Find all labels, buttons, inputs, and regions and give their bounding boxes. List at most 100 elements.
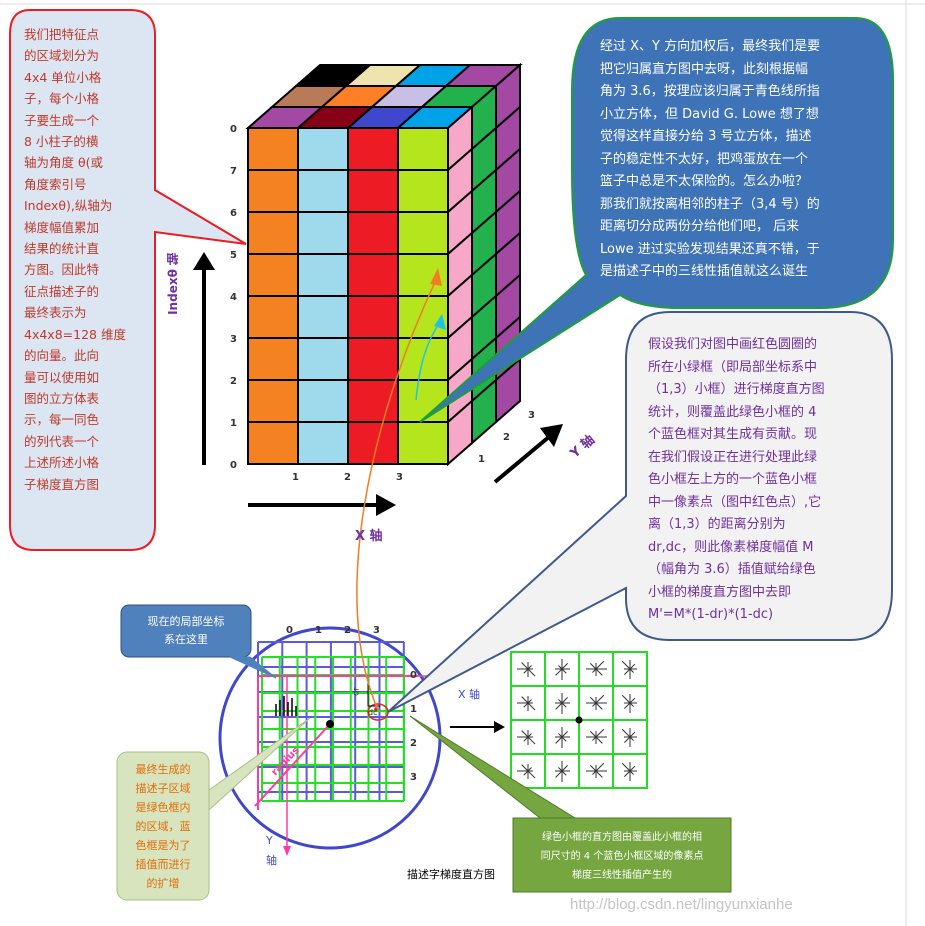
cube-front-cell (397, 379, 449, 423)
cube-front-cell (297, 253, 349, 297)
callout-line: 的列代表一个 (24, 433, 100, 449)
callout-line: 假设我们对图中画红色圆圈的 (648, 337, 818, 352)
cube-front-cell (247, 253, 299, 297)
descriptor-y-axis-label: Y (266, 834, 273, 847)
cube-front-cell (247, 295, 299, 339)
gradient-orientation-ray (527, 770, 536, 779)
gradient-orientation-ray (595, 728, 605, 738)
callout-line: dr,dc，则此像素梯度幅值 M (648, 539, 814, 555)
gradient-orientation-ray (621, 660, 631, 670)
callout-line: 8 小柱子的横 (24, 134, 99, 150)
cube-front-cell (247, 127, 299, 171)
callout-line: 觉得这样直接分给 3 号立方体，描述 (600, 129, 812, 144)
gradient-orientation-ray (561, 764, 569, 772)
output-cell (612, 719, 648, 755)
callout-line: 那我们就按离相邻的柱子（3,4 号）的 (600, 196, 820, 212)
gradient-orientation-ray (558, 665, 563, 670)
gradient-orientation-ray (623, 770, 631, 778)
callout-line: 征点描述子的 (24, 283, 100, 299)
cube-front-cell (397, 421, 449, 465)
gradient-orientation-ray (621, 762, 631, 772)
gradient-orientation-ray (623, 702, 631, 710)
callout-line: 角度索引号 (24, 176, 87, 192)
callout-line: 是描述子中的三线性插值就这么诞生 (600, 264, 809, 279)
cube-front-cell (397, 127, 449, 171)
gradient-orientation-ray (527, 702, 536, 711)
x-axis-arrow (248, 494, 396, 516)
cube-side-cell (495, 356, 521, 425)
cube-x-label: 2 (344, 472, 351, 483)
callout-line: 的扩增 (146, 877, 180, 890)
top-right-bubble-shape (419, 17, 894, 423)
callout-line: 把它归属直方图中去呀，此刻根据幅 (600, 61, 809, 77)
callout-line: （幅角为 3.6）插值赋给绿色 (648, 562, 816, 577)
cube-y-label: 3 (230, 334, 237, 345)
gradient-orientation-ray (595, 660, 605, 670)
cube-front-cell (347, 295, 399, 339)
descriptor-row-label: 2 (410, 738, 417, 749)
cube-front-cell (247, 379, 299, 423)
output-arrow (450, 721, 505, 733)
cube-front-cell (297, 169, 349, 213)
right-bubble-shape (387, 311, 893, 713)
mini-histogram-icon (275, 696, 297, 716)
cube-front-cell (297, 379, 349, 423)
callout-line: 色小框左上方的一个蓝色小框 (648, 472, 818, 487)
gradient-orientation-ray (592, 770, 597, 775)
callout-line: 距离切分成两份分给他们吧， 后来 (600, 219, 800, 234)
gradient-orientation-ray (558, 699, 563, 704)
gradient-orientation-ray (561, 730, 569, 738)
gradient-orientation-ray (595, 770, 603, 778)
callout-line: 的区域，蓝 (135, 820, 191, 833)
index-axis-arrow (193, 252, 215, 465)
callout-line: 最终生成的 (135, 763, 191, 776)
callout-line: M'=M*(1-dr)*(1-dc) (648, 607, 774, 622)
gradient-orientation-ray (523, 736, 529, 742)
callout-line: 色框是为了 (135, 839, 191, 852)
callout-line: 4x4 单位小格 (24, 69, 102, 85)
gradient-orientation-ray (527, 665, 532, 670)
callout-line: 子，每个小格 (24, 91, 100, 107)
descriptor-x-axis-label: X 轴 (458, 688, 481, 701)
callout-line: 是绿色框内 (135, 801, 191, 814)
gradient-orientation-ray (527, 736, 536, 745)
callout-line: 梯度三线性插值产生的 (572, 870, 672, 881)
callout-line: 子的稳定性不太好，把鸡蛋放在一个 (600, 151, 809, 167)
index-axis-label: Indexθ 轴 (166, 253, 180, 315)
gradient-orientation-ray (629, 736, 634, 741)
y-axis-arrow (493, 424, 563, 484)
cube-x-label: 3 (396, 472, 403, 483)
callout-line: 小立方体，但 David G. Lowe 想了想 (600, 106, 819, 122)
cube-y-label: 0 (230, 124, 237, 135)
gradient-orientation-ray (523, 668, 529, 674)
descriptor-row-label: 1 (410, 704, 417, 715)
cube-y-label: 2 (230, 376, 237, 387)
callout-line: 离（1,3）的距离分别为 (648, 517, 786, 532)
callout-line: 4x4x8=128 维度 (24, 326, 126, 342)
right-callout-text: 假设我们对图中画红色圆圈的所在小绿框（即局部坐标系中（1,3）小框）进行梯度直方… (648, 334, 888, 627)
cube-front-cell (347, 379, 399, 423)
callout-line: （1,3）小框）进行梯度直方图 (648, 382, 825, 397)
dc-label: dc (368, 708, 378, 717)
cube-y-label: 7 (230, 166, 237, 177)
descriptor-row-label: 0 (410, 670, 417, 681)
gradient-orientation-ray (521, 730, 529, 738)
gradient-orientation-ray (527, 699, 532, 704)
gradient-orientation-ray (592, 736, 597, 741)
callout-line: 梯度幅值累加 (24, 219, 100, 235)
descriptor-row-label: 3 (410, 772, 417, 783)
cube-front-cell (297, 337, 349, 381)
gradient-orientation-ray (558, 767, 563, 772)
gradient-orientation-ray (555, 770, 563, 778)
callout-line: 图的立方体表 (24, 390, 100, 406)
callout-line: 我们把特征点 (24, 27, 100, 42)
callout-line: 示，每一同色 (24, 412, 100, 428)
cube-front-cell (297, 421, 349, 465)
cube-front-cell (247, 211, 299, 255)
callout-line: 方图。因此特 (24, 262, 100, 278)
gradient-orientation-ray (623, 668, 631, 676)
cube-x-label: 1 (292, 472, 299, 483)
cube-y-label: 6 (230, 208, 237, 219)
gradient-orientation-ray (521, 764, 529, 772)
gradient-orientation-ray (527, 668, 536, 677)
